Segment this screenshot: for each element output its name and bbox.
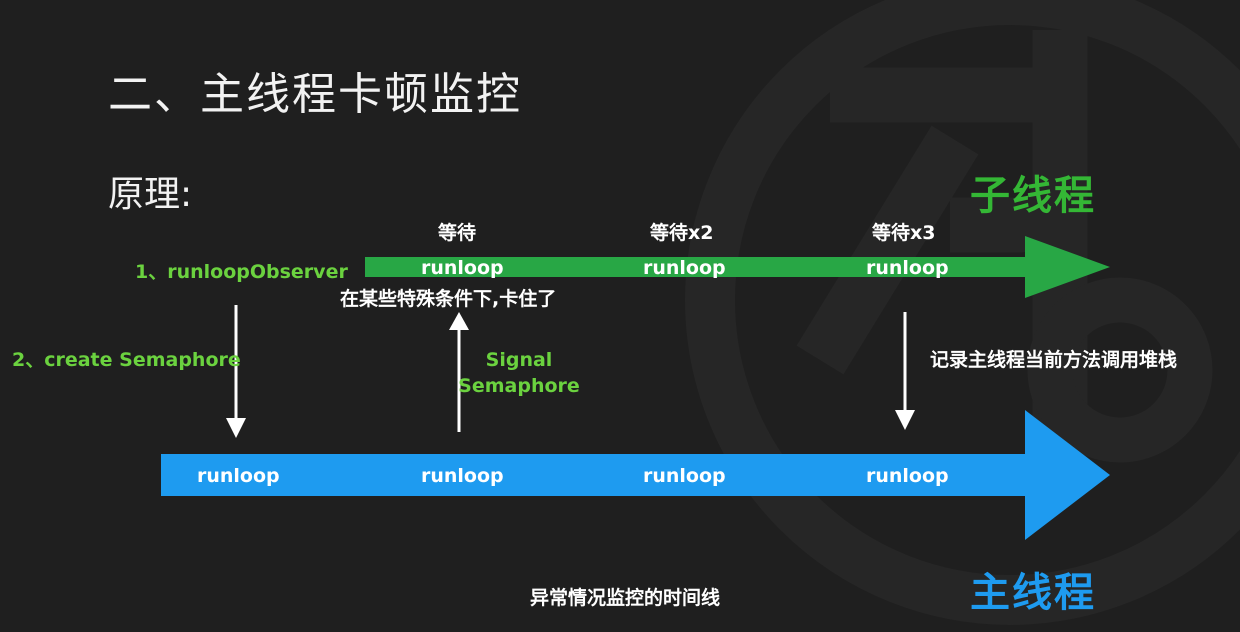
wait-label: 等待	[438, 222, 477, 244]
main-runloop-label: runloop	[197, 465, 280, 487]
signal-line1: Signal	[485, 349, 553, 371]
main-runloop-label: runloop	[643, 465, 726, 487]
record-down-arrow-head	[895, 410, 915, 430]
wait-label: 等待x2	[650, 222, 714, 244]
main-runloop-label: runloop	[866, 465, 949, 487]
signal-semaphore-annotation: Signal Semaphore	[455, 347, 583, 399]
principle-heading: 原理:	[108, 174, 193, 215]
step2-create-semaphore: 2、create Semaphore	[12, 349, 241, 371]
sub-runloop-label: runloop	[866, 257, 949, 279]
main-runloop-label: runloop	[421, 465, 504, 487]
semaphore-down-arrow-head	[226, 418, 246, 438]
wait-label: 等待x3	[872, 222, 936, 244]
main-thread-label: 主线程	[970, 570, 1096, 616]
page-title: 二、主线程卡顿监控	[108, 69, 522, 120]
signal-up-arrow-head	[449, 312, 469, 330]
sub-thread-arrow	[365, 236, 1110, 298]
signal-line2: Semaphore	[458, 375, 580, 397]
record-stack-annotation: 记录主线程当前方法调用堆栈	[930, 349, 1178, 371]
sub-thread-label: 子线程	[970, 173, 1096, 219]
sub-runloop-label: runloop	[643, 257, 726, 279]
main-thread-arrow	[161, 410, 1110, 540]
timeline-caption: 异常情况监控的时间线	[530, 587, 721, 609]
step1-runloop-observer: 1、runloopObserver	[135, 261, 348, 283]
stuck-annotation: 在某些特殊条件下,卡住了	[340, 288, 557, 310]
sub-runloop-label: runloop	[421, 257, 504, 279]
